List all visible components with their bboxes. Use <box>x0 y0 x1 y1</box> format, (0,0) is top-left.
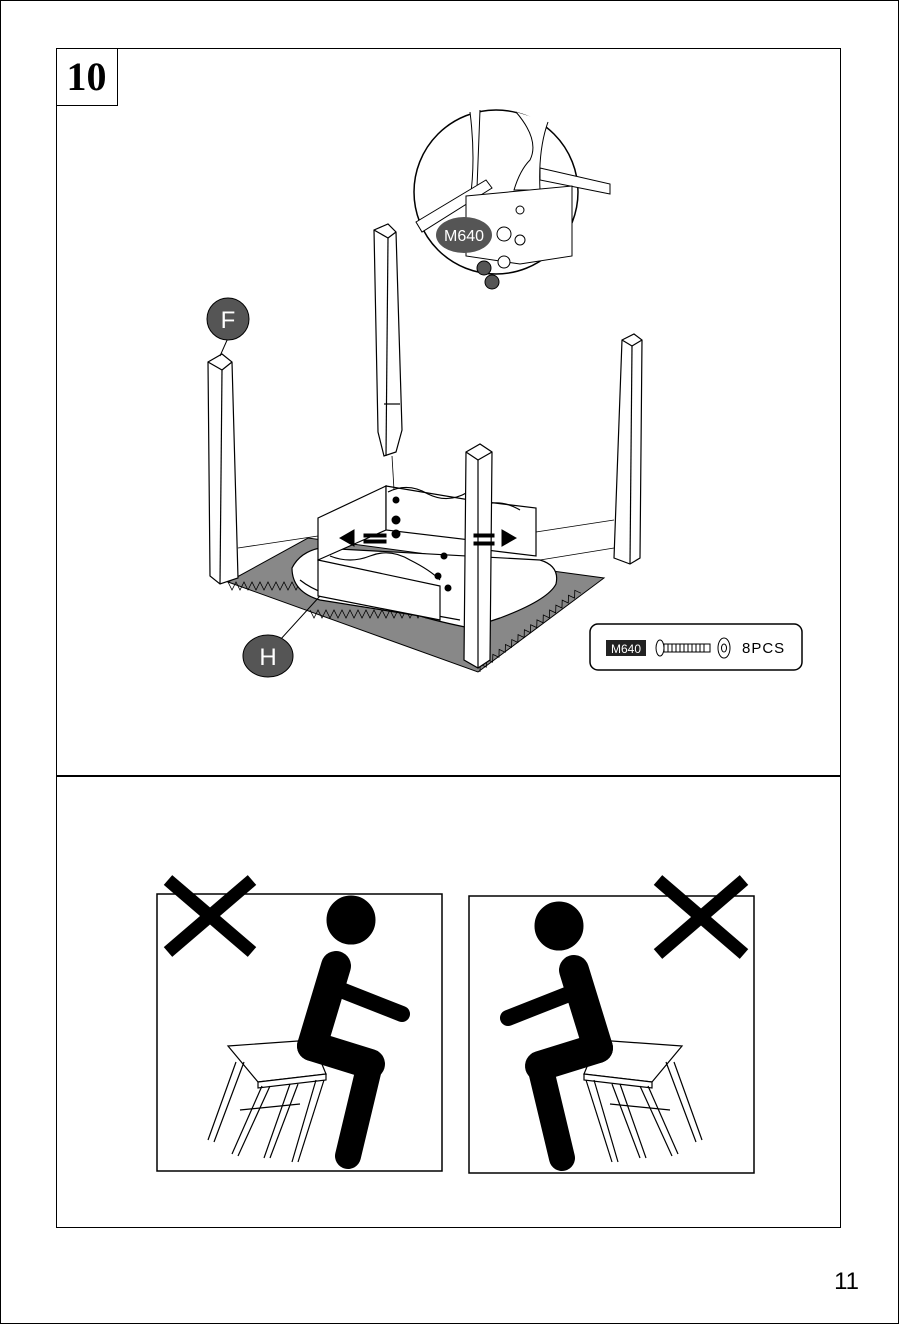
hardware-code: M640 <box>611 642 641 656</box>
detail-bolt-label: M640 <box>444 228 484 245</box>
hardware-box: M640 8PCS <box>590 624 802 670</box>
washer-icon <box>718 638 730 658</box>
hardware-quantity: 8PCS <box>742 640 785 657</box>
leg-left <box>208 354 238 584</box>
page-number: 11 <box>834 1268 859 1296</box>
leg-center <box>374 224 402 456</box>
frame-part-label: H <box>259 644 276 671</box>
warning-panel-left <box>157 880 442 1171</box>
leg-right-back <box>614 334 642 564</box>
warning-panel-right <box>469 880 754 1173</box>
frame-part-callout: H <box>243 596 320 677</box>
leg-part-label: F <box>221 307 236 334</box>
leg-front <box>464 444 492 668</box>
detail-magnifier: M640 <box>414 110 610 289</box>
leg-part-callout: F <box>207 298 249 356</box>
